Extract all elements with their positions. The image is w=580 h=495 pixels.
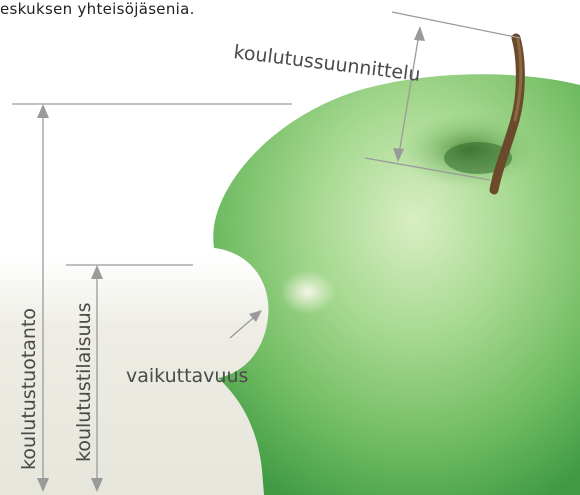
arrowhead-production-top	[37, 104, 49, 118]
label-production: koulutustuotanto	[18, 308, 40, 470]
label-quality: koulutustilaisuus	[73, 302, 95, 462]
guide-top-planning	[392, 12, 520, 38]
bite-highlight	[280, 270, 336, 314]
arrowhead-planning-top	[414, 26, 425, 41]
label-impact: vaikuttavuus	[126, 365, 248, 387]
label-planning: koulutussuunnittelu	[232, 41, 421, 86]
